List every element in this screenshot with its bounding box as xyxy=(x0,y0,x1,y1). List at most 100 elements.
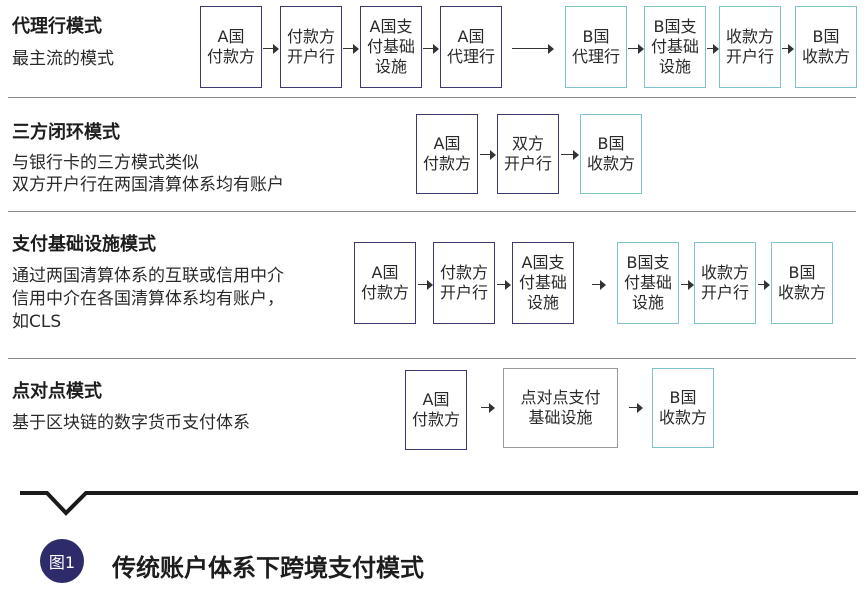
box-line: 付款方 xyxy=(206,47,255,66)
box-line: 点对点支付 xyxy=(520,388,601,407)
box-line: 付基础 xyxy=(366,37,415,56)
box-line: 收款方 xyxy=(658,408,707,427)
box-b-payee: B国 收款方 xyxy=(652,368,714,448)
box-line: 设施 xyxy=(658,57,691,76)
box-line: B国 xyxy=(788,263,816,282)
box-a-infrastructure: A国支 付基础 设施 xyxy=(360,6,422,88)
box-a-infrastructure: A国支 付基础 设施 xyxy=(512,242,574,324)
row-divider xyxy=(8,97,856,98)
box-line: B国 xyxy=(597,134,625,153)
box-line: 基础设施 xyxy=(528,408,593,427)
desc-line: 最主流的模式 xyxy=(12,49,114,69)
box-line: 开户行 xyxy=(700,283,749,302)
flow-arrow xyxy=(263,43,279,55)
box-line: 付款方 xyxy=(411,410,460,429)
desc-line: 通过两国清算体系的互联或信用中介 xyxy=(12,266,284,286)
row-desc-p2p: 基于区块链的数字货币支付体系 xyxy=(12,412,250,434)
flow-arrow xyxy=(782,43,794,55)
box-line: 收款方 xyxy=(777,283,826,302)
box-line: 开户行 xyxy=(286,47,335,66)
box-line: 开户行 xyxy=(503,154,552,173)
row-title-correspondent: 代理行模式 xyxy=(12,16,102,37)
box-b-payee: B国 收款方 xyxy=(795,6,857,88)
row-divider xyxy=(8,211,856,212)
box-b-correspondent-bank: B国 代理行 xyxy=(565,6,627,88)
row-desc-closed-loop: 与银行卡的三方模式类似 双方开户行在两国清算体系均有账户 xyxy=(12,152,284,196)
flow-arrow xyxy=(561,149,579,161)
flow-arrow xyxy=(629,402,643,414)
flow-arrow-long xyxy=(512,43,554,55)
box-a-payer: A国 付款方 xyxy=(354,242,416,324)
box-b-payee: B国 收款方 xyxy=(580,114,642,194)
flow-arrow xyxy=(592,279,606,291)
box-line: B国 xyxy=(812,27,840,46)
box-line: A国 xyxy=(217,27,245,46)
box-b-payee: B国 收款方 xyxy=(771,242,833,324)
box-line: 双方 xyxy=(511,134,544,153)
flow-arrow xyxy=(758,279,770,291)
box-line: 收款方 xyxy=(700,263,749,282)
row-title-infrastructure: 支付基础设施模式 xyxy=(12,234,156,255)
box-a-payer: A国 付款方 xyxy=(200,6,262,88)
flow-arrow xyxy=(681,279,694,291)
box-line: A国 xyxy=(422,390,450,409)
flow-arrow xyxy=(418,279,433,291)
box-line: 付基础 xyxy=(518,273,567,292)
box-line: 设施 xyxy=(631,293,664,312)
flow-arrow xyxy=(343,43,359,55)
box-payer-bank: 付款方 开户行 xyxy=(280,6,342,88)
flow-arrow xyxy=(628,43,644,55)
box-a-payer: A国 付款方 xyxy=(405,370,467,450)
desc-line: 双方开户行在两国清算体系均有账户 xyxy=(12,175,284,195)
box-line: 付款方 xyxy=(439,263,488,282)
box-line: 收款方 xyxy=(586,154,635,173)
figure-caption: 传统账户体系下跨境支付模式 xyxy=(112,554,424,582)
row-divider xyxy=(8,358,856,359)
box-line: 设施 xyxy=(374,57,407,76)
box-line: 付基础 xyxy=(623,273,672,292)
box-line: 代理行 xyxy=(571,47,620,66)
box-line: 代理行 xyxy=(446,47,495,66)
box-both-banks: 双方 开户行 xyxy=(497,114,559,194)
box-line: B国支 xyxy=(653,17,697,36)
box-b-infrastructure: B国支 付基础 设施 xyxy=(617,242,679,324)
box-payee-bank: 收款方 开户行 xyxy=(719,6,781,88)
box-line: 付基础 xyxy=(650,37,699,56)
box-line: 开户行 xyxy=(725,47,774,66)
desc-line: 与银行卡的三方模式类似 xyxy=(12,153,199,173)
flow-arrow xyxy=(707,43,719,55)
box-payee-bank: 收款方 开户行 xyxy=(694,242,756,324)
box-line: 设施 xyxy=(526,293,559,312)
flow-arrow xyxy=(481,402,495,414)
section-bracket xyxy=(20,491,858,516)
box-line: A国支 xyxy=(369,17,413,36)
figure-badge: 图1 xyxy=(40,539,84,583)
flow-arrow xyxy=(423,43,439,55)
box-line: 开户行 xyxy=(439,283,488,302)
flow-arrow xyxy=(480,149,496,161)
box-p2p-infrastructure: 点对点支付 基础设施 xyxy=(503,368,618,448)
flow-arrow xyxy=(497,279,511,291)
box-line: 收款方 xyxy=(725,27,774,46)
box-line: A国 xyxy=(371,263,399,282)
row-desc-infrastructure: 通过两国清算体系的互联或信用中介 信用中介在各国清算体系均有账户， 如CLS xyxy=(12,265,284,334)
box-b-infrastructure: B国支 付基础 设施 xyxy=(644,6,706,88)
box-a-correspondent-bank: A国 代理行 xyxy=(440,6,502,88)
desc-line: 信用中介在各国清算体系均有账户， xyxy=(12,289,284,309)
box-line: A国 xyxy=(433,134,461,153)
box-payer-bank: 付款方 开户行 xyxy=(433,242,495,324)
box-line: 付款方 xyxy=(360,283,409,302)
box-line: A国支 xyxy=(521,253,565,272)
box-line: B国支 xyxy=(626,253,670,272)
box-line: 收款方 xyxy=(801,47,850,66)
box-line: B国 xyxy=(669,388,697,407)
row-title-p2p: 点对点模式 xyxy=(12,381,102,402)
box-line: 付款方 xyxy=(422,154,471,173)
box-line: A国 xyxy=(457,27,485,46)
row-desc-correspondent: 最主流的模式 xyxy=(12,48,114,70)
desc-line: 如CLS xyxy=(12,312,62,332)
desc-line: 基于区块链的数字货币支付体系 xyxy=(12,413,250,433)
box-line: B国 xyxy=(582,27,610,46)
box-a-payer: A国 付款方 xyxy=(416,114,478,194)
box-line: 付款方 xyxy=(286,27,335,46)
